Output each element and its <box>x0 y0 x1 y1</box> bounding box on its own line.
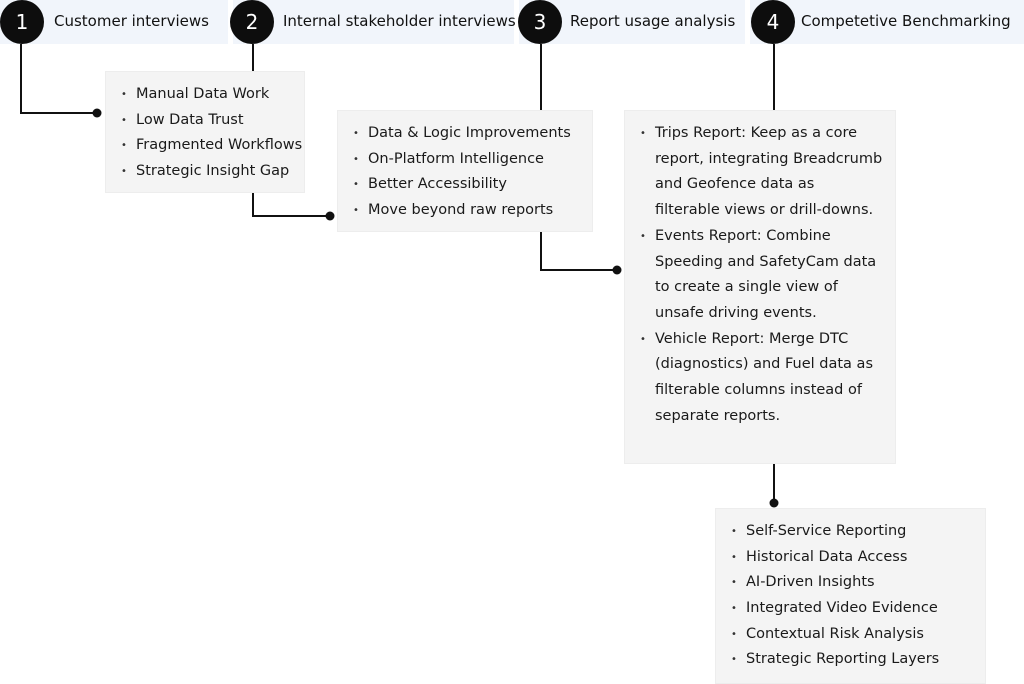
list-item: Data & Logic Improvements <box>338 121 592 147</box>
connector-2-dot <box>325 211 335 221</box>
connector-1 <box>20 44 96 114</box>
list-item: Strategic Insight Gap <box>106 159 304 185</box>
list-item: Trips Report: Keep as a core report, int… <box>625 121 883 224</box>
benchmarking-findings-box: Self-Service Reporting Historical Data A… <box>715 508 986 684</box>
list-item: Fragmented Workflows <box>106 133 304 159</box>
list-item: Vehicle Report: Merge DTC (diagnostics) … <box>625 327 883 430</box>
list-item: Low Data Trust <box>106 108 304 134</box>
list-item: Manual Data Work <box>106 82 304 108</box>
step-4-number: 4 <box>751 0 795 44</box>
list-item: Historical Data Access <box>716 545 985 571</box>
step-1-label: Customer interviews <box>54 12 209 30</box>
stakeholder-findings-box: Data & Logic Improvements On-Platform In… <box>337 110 593 232</box>
connector-3-dot <box>612 265 622 275</box>
list-item: Integrated Video Evidence <box>716 596 985 622</box>
connector-1-dot <box>92 108 102 118</box>
list-item: Contextual Risk Analysis <box>716 622 985 648</box>
connector-4-dot <box>769 498 779 508</box>
list-item: On-Platform Intelligence <box>338 147 592 173</box>
step-4-label: Competetive Benchmarking <box>801 12 1011 30</box>
list-item: AI-Driven Insights <box>716 570 985 596</box>
list-item: Move beyond raw reports <box>338 198 592 224</box>
usage-recommendations-box: Trips Report: Keep as a core report, int… <box>624 110 896 464</box>
step-2-number: 2 <box>230 0 274 44</box>
customer-findings-box: Manual Data Work Low Data Trust Fragment… <box>105 71 305 193</box>
step-3-number: 3 <box>518 0 562 44</box>
list-item: Events Report: Combine Speeding and Safe… <box>625 224 883 327</box>
list-item: Strategic Reporting Layers <box>716 647 985 673</box>
step-4-header <box>750 0 1024 44</box>
connector-3b <box>540 232 616 271</box>
connector-2b <box>252 193 329 217</box>
step-2-label: Internal stakeholder interviews <box>283 12 516 30</box>
list-item: Better Accessibility <box>338 172 592 198</box>
list-item: Self-Service Reporting <box>716 519 985 545</box>
step-1-number: 1 <box>0 0 44 44</box>
step-3-label: Report usage analysis <box>570 12 736 30</box>
step-2-header <box>233 0 514 44</box>
